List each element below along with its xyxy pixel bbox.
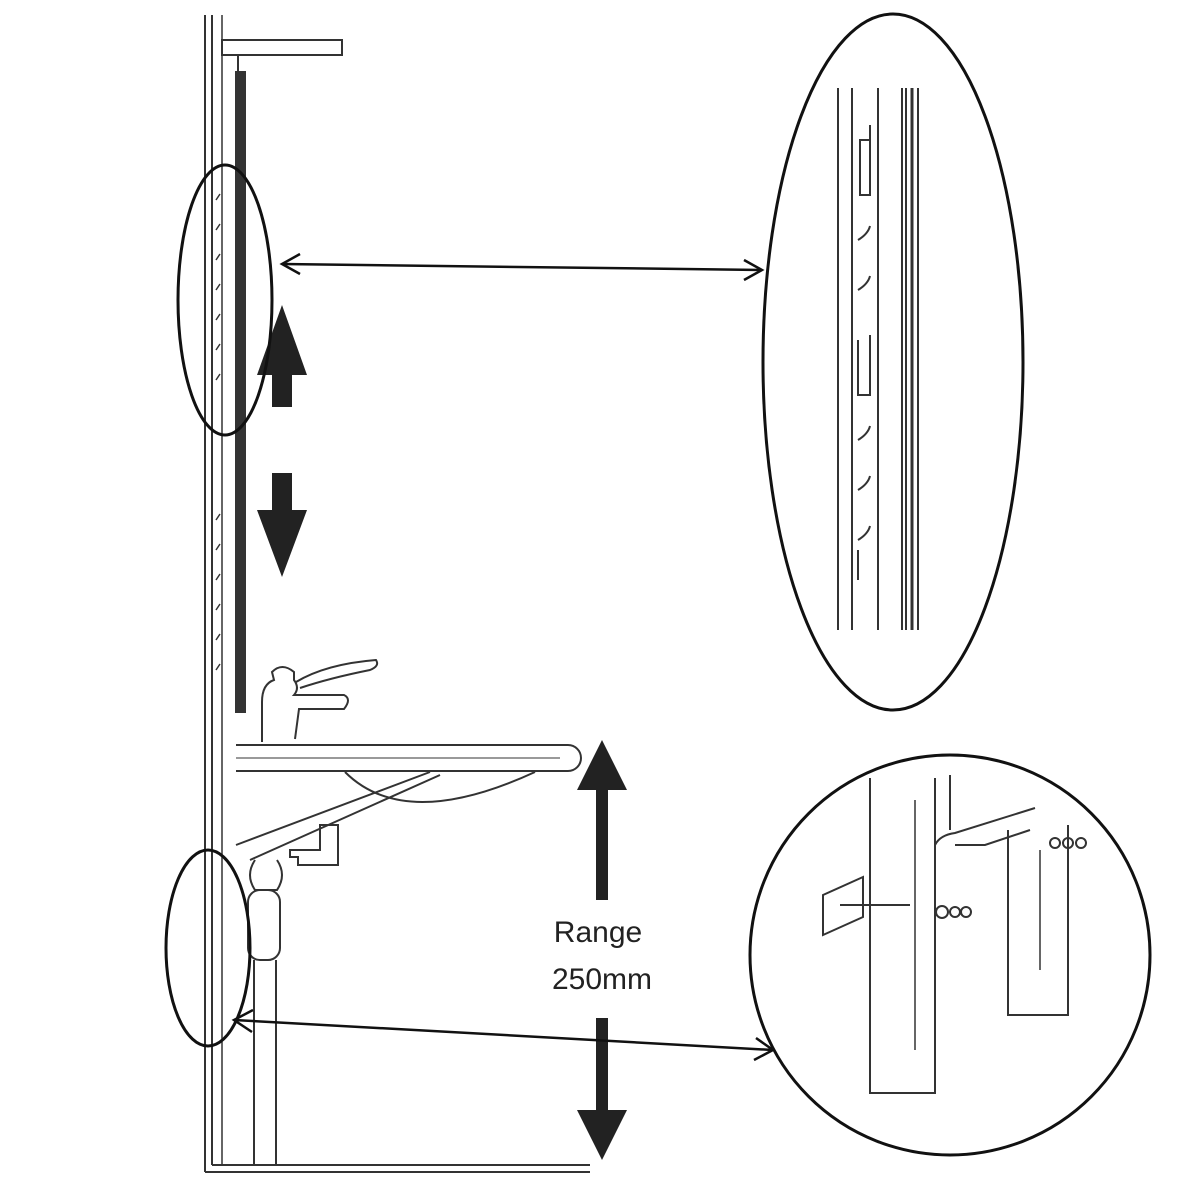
- bracket-zoom-detail: [748, 753, 1152, 1157]
- mirror-callout-arrow: [279, 252, 765, 282]
- wall: [204, 15, 590, 1173]
- range-label-line2: 250mm: [551, 963, 653, 996]
- mirror-up-arrow: [257, 305, 307, 407]
- range-label-line1: Range: [553, 916, 643, 949]
- faucet: [261, 666, 349, 742]
- washbasin: [235, 658, 582, 1165]
- mirror-down-arrow: [257, 473, 307, 577]
- range-down-arrow: [577, 1018, 627, 1160]
- bracket-callout-arrow: [231, 1008, 776, 1062]
- wall-rail-notches: [215, 193, 221, 671]
- range-up-arrow: [577, 740, 627, 900]
- mirror-with-lamp: [221, 39, 343, 713]
- mirror-detail-callout: [176, 163, 274, 437]
- bracket-detail-callout: [164, 848, 252, 1048]
- mirror-rail-zoom-detail: [761, 12, 1025, 712]
